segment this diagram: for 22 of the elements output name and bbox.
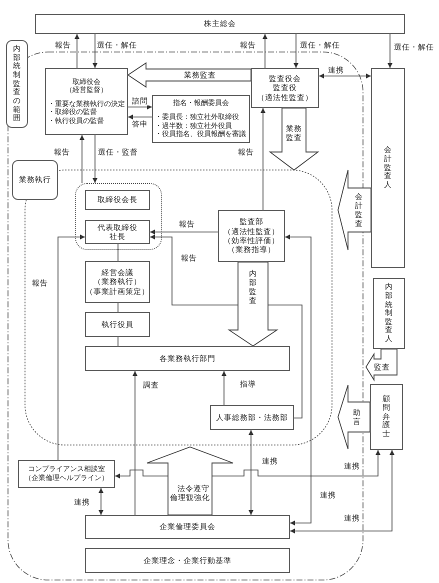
arrow (260, 108, 266, 210)
arrow (262, 34, 268, 68)
arrow (150, 230, 218, 234)
arrow (80, 134, 84, 184)
arrow (318, 74, 372, 78)
arrow (388, 34, 392, 68)
block-arrow (228, 262, 278, 347)
dotted-group-box (75, 183, 162, 250)
arrow (294, 34, 298, 68)
arrow (128, 114, 152, 120)
arrow (150, 234, 302, 418)
arrow (92, 34, 98, 68)
arrow (92, 134, 98, 184)
arrow (248, 430, 254, 516)
arrow (284, 234, 312, 526)
arrow (132, 370, 138, 516)
arrow (290, 450, 394, 534)
arrow (58, 234, 86, 460)
arrow (98, 488, 104, 516)
arrow (74, 34, 80, 68)
arrow (222, 370, 226, 406)
arrow (128, 104, 152, 110)
